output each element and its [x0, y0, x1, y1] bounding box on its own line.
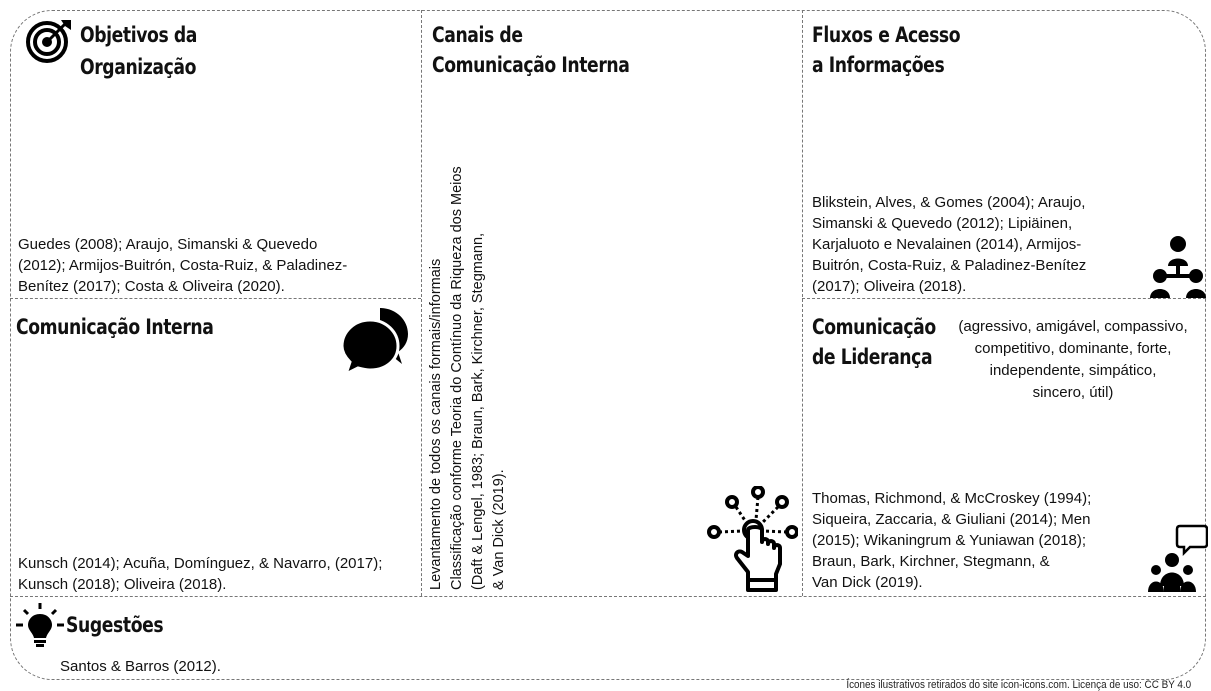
- divider-left-vertical: [421, 10, 422, 596]
- lideranca-ref-line: Thomas, Richmond, & McCroskey (1994);: [812, 490, 1092, 507]
- objetivos-ref-line: Guedes (2008); Araujo, Simanski & Queved…: [18, 236, 318, 253]
- divider-right-horizontal: [802, 298, 1206, 299]
- fluxos-title-line2: a Informações: [812, 53, 945, 77]
- objetivos-ref-line: Benítez (2017); Costa & Oliveira (2020).: [18, 278, 285, 295]
- fluxos-ref-line: (2017); Oliveira (2018).: [812, 278, 967, 295]
- chat-bubbles-icon: [340, 308, 408, 374]
- objetivos-title-line1: Objetivos da: [80, 23, 198, 47]
- lightbulb-icon: [16, 603, 64, 647]
- board-frame: [10, 10, 1206, 680]
- lideranca-ref-line: Siqueira, Zaccaria, & Giuliani (2014); M…: [812, 511, 1091, 528]
- fluxos-ref-line: Karjaluoto e Nevalainen (2014), Armijos-: [812, 236, 1082, 253]
- target-icon: [26, 20, 71, 63]
- fluxos-references: Blikstein, Alves, & Gomes (2004); Araujo…: [812, 192, 1086, 297]
- footer-attribution: Ícones ilustrativos retirados do site ic…: [846, 679, 1191, 691]
- objetivos-ref-line: (2012); Armijos-Buitrón, Costa-Ruiz, & P…: [18, 257, 348, 274]
- divider-left-horizontal: [10, 298, 421, 299]
- lideranca-ref-line: Van Dick (2019).: [812, 574, 923, 591]
- objetivos-title-line2: Organização: [80, 55, 197, 79]
- group-speech-icon: [1148, 524, 1208, 592]
- sugestoes-title: Sugestões: [66, 613, 164, 637]
- fluxos-ref-line: Simanski & Quevedo (2012); Lipiäinen,: [812, 215, 1073, 232]
- touch-network-icon: [707, 486, 798, 592]
- comunicacao-interna-title: Comunicação Interna: [16, 315, 214, 339]
- canais-vertical-line: Levantamento de todos os canais formais/…: [428, 258, 444, 590]
- objetivos-references: Guedes (2008); Araujo, Simanski & Queved…: [18, 234, 347, 297]
- lideranca-adjective-line: independente, simpático,: [989, 362, 1157, 379]
- lideranca-references: Thomas, Richmond, & McCroskey (1994); Si…: [812, 488, 1091, 593]
- canais-vertical-line: Classificação conforme Teoria do Contínu…: [449, 166, 465, 590]
- hierarchy-people-icon: [1150, 236, 1206, 298]
- canais-vertical-text: Levantamento de todos os canais formais/…: [426, 120, 510, 590]
- fluxos-title-line1: Fluxos e Acesso: [812, 23, 961, 47]
- lideranca-title-line1: Comunicação: [812, 315, 936, 339]
- divider-right-vertical: [802, 10, 803, 596]
- lideranca-title-line2: de Liderança: [812, 345, 933, 369]
- comunicacao-interna-ref-line: Kunsch (2014); Acuña, Domínguez, & Navar…: [18, 555, 383, 572]
- comunicacao-interna-references: Kunsch (2014); Acuña, Domínguez, & Navar…: [18, 553, 382, 595]
- lideranca-ref-line: (2015); Wikaningrum & Yuniawan (2018);: [812, 532, 1087, 549]
- fluxos-ref-line: Blikstein, Alves, & Gomes (2004); Araujo…: [812, 194, 1086, 211]
- lideranca-adjective-line: (agressivo, amigável, compassivo,: [958, 318, 1188, 335]
- divider-bottom-horizontal: [10, 596, 1206, 597]
- canais-vertical-line: & Van Dick (2019).: [491, 469, 507, 590]
- comunicacao-interna-ref-line: Kunsch (2018); Oliveira (2018).: [18, 576, 227, 593]
- lideranca-adjective-line: competitivo, dominante, forte,: [974, 340, 1172, 357]
- canais-vertical-line: (Daft & Lengel, 1983; Braun, Bark, Kirch…: [470, 232, 486, 590]
- sugestoes-references: Santos & Barros (2012).: [60, 658, 221, 675]
- lideranca-ref-line: Braun, Bark, Kirchner, Stegmann, &: [812, 553, 1050, 570]
- canais-title-line2: Comunicação Interna: [432, 53, 630, 77]
- fluxos-ref-line: Buitrón, Costa-Ruiz, & Paladinez-Benítez: [812, 257, 1087, 274]
- canais-title-line1: Canais de: [432, 23, 523, 47]
- lideranca-adjectives: (agressivo, amigável, compassivo, compet…: [940, 316, 1206, 404]
- lideranca-adjective-line: sincero, útil): [1032, 384, 1114, 401]
